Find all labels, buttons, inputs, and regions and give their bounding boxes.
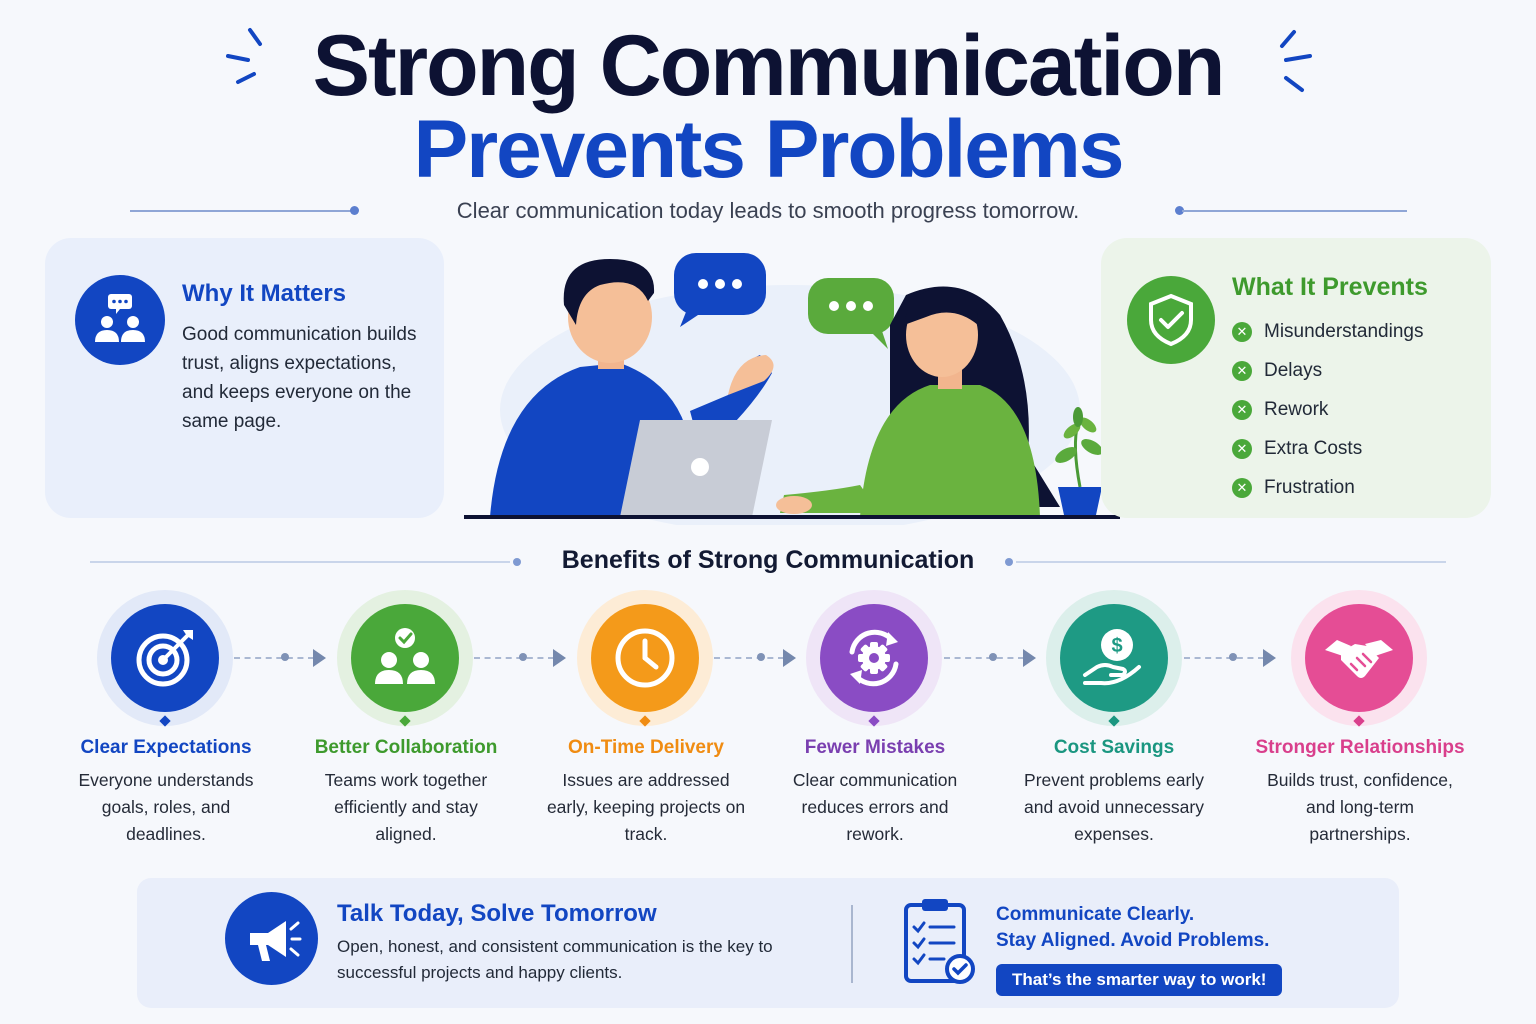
title-spark-right-icon bbox=[1280, 30, 1312, 92]
benefit-title: Fewer Mistakes bbox=[804, 737, 946, 758]
team-chat-icon bbox=[75, 275, 165, 365]
list-item: ✕ Extra Costs bbox=[1232, 429, 1423, 468]
checklist-icon bbox=[904, 899, 975, 984]
arrow-right-icon bbox=[1263, 649, 1276, 667]
title-spark-left-icon bbox=[226, 28, 262, 84]
connector-dot bbox=[989, 653, 997, 661]
benefits-rule-left bbox=[90, 561, 510, 563]
benefit-title: Stronger Relationships bbox=[1255, 737, 1465, 758]
benefit-desc: Issues are addressed early, keeping proj… bbox=[546, 770, 746, 844]
connector-dot bbox=[519, 653, 527, 661]
footer-cta-pill: That’s the smarter way to work! bbox=[996, 964, 1283, 996]
prevents-item-label: Frustration bbox=[1264, 476, 1355, 498]
team-check-icon bbox=[351, 604, 459, 712]
connector bbox=[234, 657, 314, 659]
page-title-line2: Prevents Problems bbox=[413, 104, 1125, 195]
connector bbox=[714, 657, 784, 659]
benefit-desc: Prevent problems early and avoid unneces… bbox=[1024, 770, 1204, 844]
target-icon bbox=[111, 604, 219, 712]
clock-icon bbox=[591, 604, 699, 712]
footer-talk-body: Open, honest, and consistent communicati… bbox=[337, 937, 773, 982]
money-hand-icon: $ bbox=[1060, 604, 1168, 712]
subtitle-rule-right bbox=[1182, 210, 1407, 212]
subtitle-rule-left bbox=[130, 210, 352, 212]
handshake-icon bbox=[1305, 604, 1413, 712]
laptop-icon bbox=[620, 420, 772, 517]
connector-dot bbox=[1229, 653, 1237, 661]
what-it-prevents-title: What It Prevents bbox=[1232, 273, 1428, 301]
benefit-desc: Clear communication reduces errors and r… bbox=[792, 770, 958, 844]
why-it-matters-title: Why It Matters bbox=[182, 280, 347, 307]
x-mark-icon: ✕ bbox=[1232, 321, 1252, 342]
benefit-title: On-Time Delivery bbox=[568, 737, 724, 758]
connector-dot bbox=[281, 653, 289, 661]
benefits-title: Benefits of Strong Communication bbox=[561, 546, 975, 574]
connector bbox=[944, 657, 1024, 659]
prevents-item-label: Delays bbox=[1264, 359, 1323, 381]
x-mark-icon: ✕ bbox=[1232, 438, 1252, 459]
woman-figure bbox=[776, 286, 1060, 517]
benefits-rule-left-dot bbox=[513, 558, 521, 566]
list-item: ✕ Delays bbox=[1232, 351, 1423, 390]
footer-divider bbox=[851, 905, 853, 983]
x-mark-icon: ✕ bbox=[1232, 477, 1252, 498]
conversation-illustration bbox=[464, 253, 1120, 525]
connector-dot bbox=[757, 653, 765, 661]
shield-check-icon bbox=[1127, 276, 1215, 364]
benefit-title: Better Collaboration bbox=[314, 737, 498, 758]
arrow-right-icon bbox=[553, 649, 566, 667]
x-mark-icon: ✕ bbox=[1232, 399, 1252, 420]
prevents-item-label: Misunderstandings bbox=[1264, 320, 1424, 342]
benefit-desc: Everyone understands goals, roles, and d… bbox=[78, 770, 254, 844]
arrow-right-icon bbox=[313, 649, 326, 667]
footer-talk-title: Talk Today, Solve Tomorrow bbox=[337, 900, 657, 927]
benefits-rule-right bbox=[1016, 561, 1446, 563]
megaphone-icon bbox=[225, 892, 318, 985]
benefit-desc: Builds trust, confidence, and long-term … bbox=[1267, 770, 1453, 844]
speech-bubble-blue-icon bbox=[674, 253, 766, 327]
x-mark-icon: ✕ bbox=[1232, 360, 1252, 381]
page-title-line1: Strong Communication bbox=[312, 18, 1226, 114]
footer-cta-line1: Communicate Clearly. bbox=[996, 904, 1195, 925]
subtitle-rule-right-dot bbox=[1175, 206, 1184, 215]
prevents-list: ✕ Misunderstandings ✕ Delays ✕ Rework ✕ Extr… bbox=[1232, 312, 1423, 507]
arrow-right-icon bbox=[1023, 649, 1036, 667]
page-subtitle: Clear communication today leads to smoot… bbox=[456, 198, 1080, 223]
svg-text:$: $ bbox=[1111, 635, 1122, 657]
plant-icon bbox=[1055, 407, 1103, 515]
benefit-title: Cost Savings bbox=[1053, 737, 1175, 758]
benefits-rule-right-dot bbox=[1005, 558, 1013, 566]
list-item: ✕ Rework bbox=[1232, 390, 1423, 429]
list-item: ✕ Misunderstandings bbox=[1232, 312, 1423, 351]
prevents-item-label: Rework bbox=[1264, 398, 1329, 420]
benefit-title: Clear Expectations bbox=[80, 737, 252, 758]
prevents-item-label: Extra Costs bbox=[1264, 437, 1363, 459]
benefit-desc: Teams work together efficiently and stay… bbox=[324, 770, 488, 844]
footer-cta-line2: Stay Aligned. Avoid Problems. bbox=[996, 930, 1270, 951]
connector bbox=[1184, 657, 1264, 659]
list-item: ✕ Frustration bbox=[1232, 468, 1423, 507]
gear-cycle-icon bbox=[820, 604, 928, 712]
subtitle-rule-left-dot bbox=[350, 206, 359, 215]
speech-bubble-green-icon bbox=[808, 278, 894, 349]
arrow-right-icon bbox=[783, 649, 796, 667]
connector bbox=[474, 657, 554, 659]
why-it-matters-body: Good communication builds trust, aligns … bbox=[182, 324, 417, 432]
